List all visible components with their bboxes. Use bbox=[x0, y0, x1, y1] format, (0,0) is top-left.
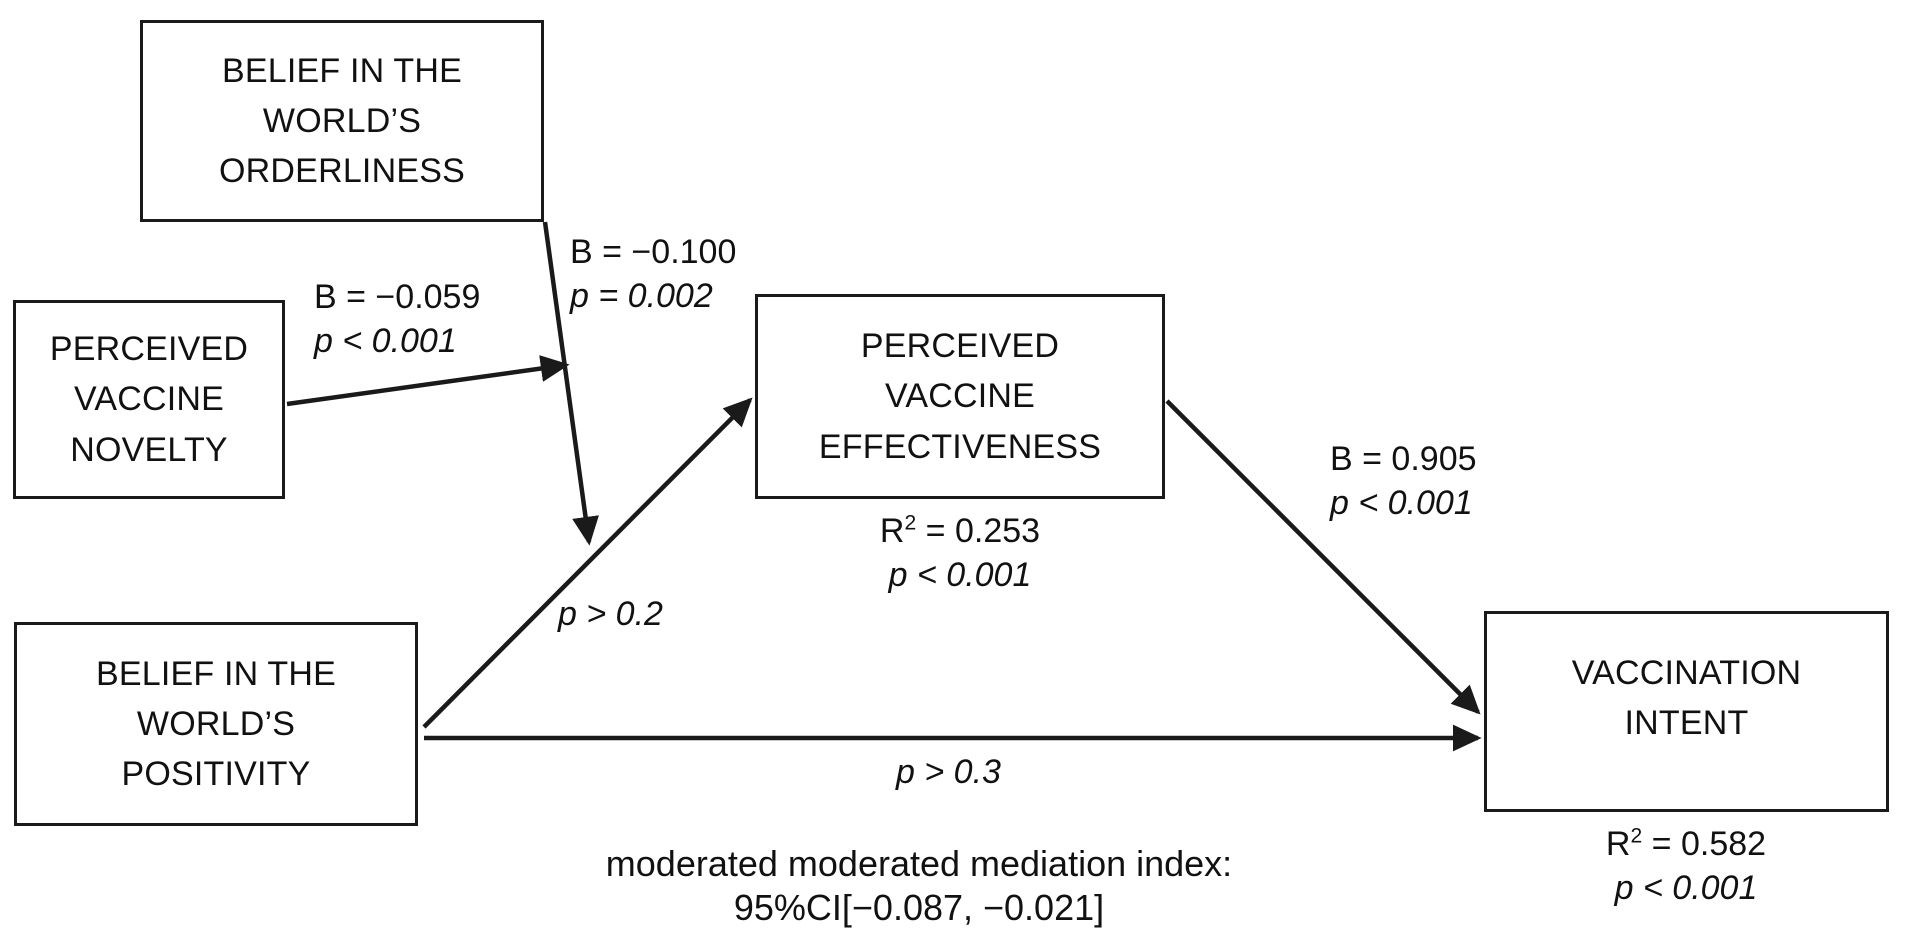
r-squared-effectiveness: R2 = 0.253 p < 0.001 bbox=[760, 509, 1160, 597]
edge-effectiveness-to-intent bbox=[1165, 399, 1481, 715]
node-label-line: INTENT bbox=[1624, 704, 1749, 743]
edge-label-positivity-effectiveness: p > 0.2 bbox=[558, 592, 663, 636]
r-symbol: R bbox=[879, 512, 905, 550]
node-label-line: NOVELTY bbox=[70, 430, 228, 469]
p-value: p < 0.001 bbox=[1330, 484, 1473, 523]
r-squared-line: R2 = 0.582 bbox=[1486, 822, 1886, 866]
edge-novelty-to-path bbox=[286, 355, 570, 407]
node-belief-positivity[interactable]: BELIEF IN THE WORLD’S POSITIVITY bbox=[14, 622, 418, 826]
node-label-line: POSITIVITY bbox=[121, 755, 311, 794]
node-label-line: EFFECTIVENESS bbox=[818, 427, 1102, 466]
coefficient-b: B = −0.100 bbox=[570, 233, 737, 271]
p-value: p < 0.001 bbox=[314, 322, 457, 361]
edge-positivity-to-effectiveness bbox=[422, 397, 753, 729]
node-label-line: BELIEF IN THE bbox=[95, 654, 337, 693]
edge-label-orderliness: B = −0.100 p = 0.002 bbox=[570, 230, 736, 318]
r-symbol: R bbox=[1605, 825, 1631, 863]
node-belief-orderliness[interactable]: BELIEF IN THE WORLD’S ORDERLINESS bbox=[140, 20, 544, 222]
p-value: p > 0.3 bbox=[896, 753, 1001, 791]
r-squared-intent: R2 = 0.582 p < 0.001 bbox=[1486, 822, 1886, 910]
node-label-line: PERCEIVED bbox=[860, 327, 1060, 366]
edge-orderliness-to-path bbox=[542, 221, 599, 546]
r-exponent: 2 bbox=[904, 511, 917, 535]
node-label-line: BELIEF IN THE bbox=[221, 51, 463, 90]
edge-label-novelty: B = −0.059 p < 0.001 bbox=[314, 275, 480, 363]
node-label-line: WORLD’S bbox=[262, 101, 422, 140]
node-label-line: ORDERLINESS bbox=[219, 152, 465, 191]
node-label-line: PERCEIVED bbox=[49, 330, 249, 369]
node-label-line: WORLD’S bbox=[136, 704, 296, 743]
caption-line: 95%CI[−0.087, −0.021] bbox=[733, 886, 1105, 928]
p-value: p = 0.002 bbox=[570, 277, 713, 316]
node-label-line: VACCINE bbox=[884, 377, 1036, 416]
r-squared-line: R2 = 0.253 bbox=[760, 509, 1160, 553]
r-exponent: 2 bbox=[1630, 824, 1643, 848]
node-vaccination-intent[interactable]: VACCINATION INTENT bbox=[1484, 611, 1889, 812]
mediation-index-caption: moderated moderated mediation index: 95%… bbox=[419, 842, 1419, 930]
p-value: p > 0.2 bbox=[558, 595, 663, 633]
coefficient-b: B = 0.905 bbox=[1330, 440, 1477, 478]
coefficient-b: B = −0.059 bbox=[314, 278, 481, 316]
p-value: p < 0.001 bbox=[888, 556, 1032, 595]
caption-line: moderated moderated mediation index: bbox=[605, 843, 1233, 884]
edge-label-effectiveness-intent: B = 0.905 p < 0.001 bbox=[1330, 437, 1477, 525]
node-label-line: VACCINATION bbox=[1571, 654, 1802, 692]
r-value: = 0.253 bbox=[916, 512, 1041, 550]
p-value: p < 0.001 bbox=[1614, 869, 1758, 908]
node-perceived-vaccine-novelty[interactable]: PERCEIVED VACCINE NOVELTY bbox=[13, 300, 285, 499]
node-perceived-vaccine-effectiveness[interactable]: PERCEIVED VACCINE EFFECTIVENESS bbox=[755, 294, 1165, 499]
edge-label-positivity-intent: p > 0.3 bbox=[896, 750, 1001, 794]
r-value: = 0.582 bbox=[1642, 825, 1767, 863]
node-label-line: VACCINE bbox=[73, 380, 225, 419]
